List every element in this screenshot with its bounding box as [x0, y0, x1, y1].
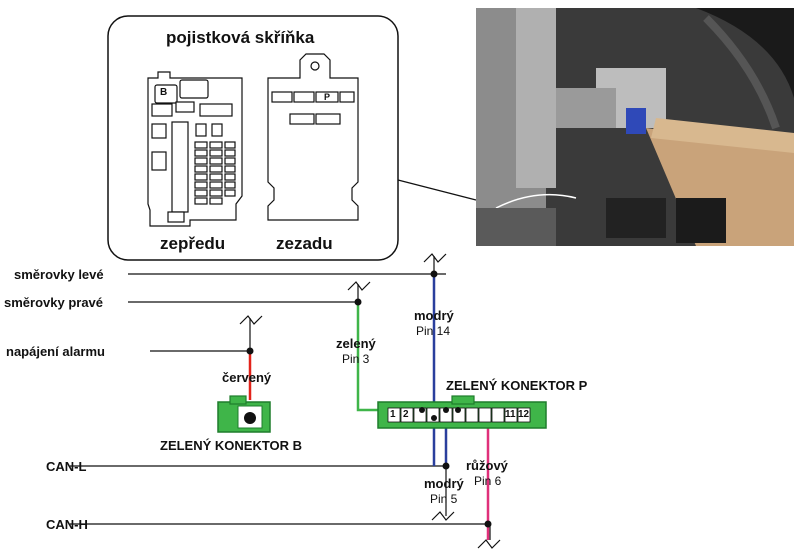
label-blue-bottom-pin: Pin 5 [430, 492, 458, 506]
label-alarm-power: napájení alarmu [6, 344, 105, 359]
fusebox-front [147, 71, 243, 227]
fusebox-front-mark: B [160, 87, 168, 98]
label-red: červený [222, 370, 272, 385]
connector-p-cavities [387, 407, 531, 423]
splice-dots [246, 270, 492, 528]
fusebox-rear-label: zezadu [276, 234, 333, 253]
label-green: zelený [336, 336, 376, 351]
label-blue-top: modrý [414, 308, 454, 323]
fusebox-front-label: zepředu [160, 234, 226, 253]
fusebox-title: pojistková skříňka [166, 28, 315, 47]
fusebox-rear-mark: P [324, 92, 331, 102]
wire-green-pin3 [356, 302, 384, 412]
label-blue-bottom: modrý [424, 476, 464, 491]
label-blue-top-pin: Pin 14 [416, 324, 451, 338]
label-left-turn: směrovky levé [14, 267, 104, 282]
label-pink-pin: Pin 6 [474, 474, 502, 488]
connector-p-pin-11: 11 [505, 409, 516, 420]
fusebox-front-fuse-column [194, 141, 236, 205]
connector-p-name: ZELENÝ KONEKTOR P [446, 378, 588, 393]
connector-p-pin-2: 2 [403, 409, 409, 420]
connector-p-pin-12: 12 [518, 409, 530, 420]
label-can-l: CAN-L [46, 459, 87, 474]
label-pink: růžový [466, 458, 508, 473]
photo-callout-line [397, 179, 477, 201]
connector-b-name: ZELENÝ KONEKTOR B [160, 438, 303, 453]
connector-p-pin-1: 1 [390, 409, 396, 420]
connector-p [377, 395, 547, 429]
label-green-pin: Pin 3 [342, 352, 370, 366]
dashboard-photo [476, 8, 794, 246]
harness-wires [70, 253, 501, 549]
label-right-turn: směrovky pravé [4, 295, 104, 310]
fusebox-rear [267, 53, 359, 221]
dashboard-photo-drawing [476, 8, 794, 246]
connector-b [217, 395, 271, 433]
connector-p-terminals [419, 407, 461, 421]
label-can-h: CAN-H [46, 517, 88, 532]
